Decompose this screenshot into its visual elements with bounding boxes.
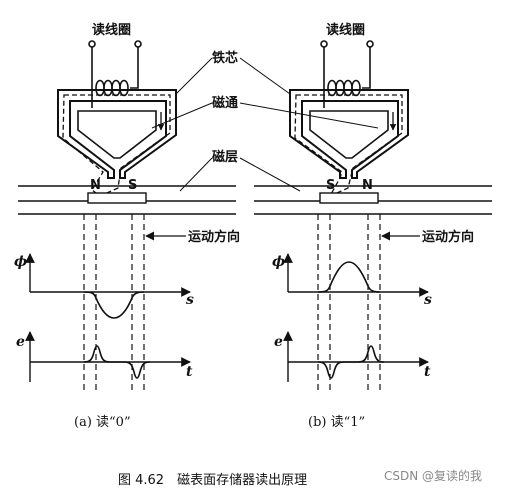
t-axis-label-left: t (186, 364, 193, 380)
read-coil-label-right: 读线圈 (326, 22, 365, 38)
motion-dir-label-left: 运动方向 (188, 229, 240, 245)
s-axis-label-left: s (186, 292, 194, 308)
pole-n-left: N (90, 178, 101, 193)
pole-n-right: N (362, 178, 373, 193)
watermark: CSDN @复读的我 (384, 468, 482, 483)
iron-core-label: 铁芯 (211, 50, 238, 66)
right-magnetized-cell (319, 192, 379, 204)
e-axis-label-left: e (16, 334, 25, 350)
axes-right (283, 253, 429, 382)
label-leaders (151, 57, 379, 192)
pole-s-left: S (128, 178, 137, 193)
subcaption-b: (b) 读“1” (308, 415, 365, 430)
right-flux-path (294, 94, 403, 198)
subcaption-a: (a) 读“0” (74, 415, 131, 430)
figure-caption: 图 4.62 磁表面存储器读出原理 (118, 473, 307, 488)
read-coil-label-left: 读线圈 (92, 22, 131, 38)
phi-axis-label-right: ϕ (272, 254, 285, 270)
pole-s-right: S (326, 178, 335, 193)
s-axis-label-right: s (424, 292, 432, 308)
phi-axis-label-left: ϕ (14, 254, 27, 270)
e-axis-label-right: e (274, 334, 283, 350)
right-flux-curve (317, 261, 381, 293)
right-coil (320, 40, 374, 108)
motion-dir-label-right: 运动方向 (422, 229, 474, 245)
left-flux-curve (83, 291, 145, 319)
right-read-head (289, 89, 409, 179)
left-flux-path (62, 94, 171, 197)
flux-label: 磁通 (212, 95, 238, 111)
left-coil (88, 40, 142, 108)
magnetic-layer-label: 磁层 (212, 149, 238, 165)
left-magnetized-cell (87, 192, 147, 204)
left-read-head (57, 89, 177, 179)
t-axis-label-right: t (424, 364, 431, 380)
left-emf-curve (83, 345, 151, 379)
right-emf-curve (317, 345, 385, 379)
